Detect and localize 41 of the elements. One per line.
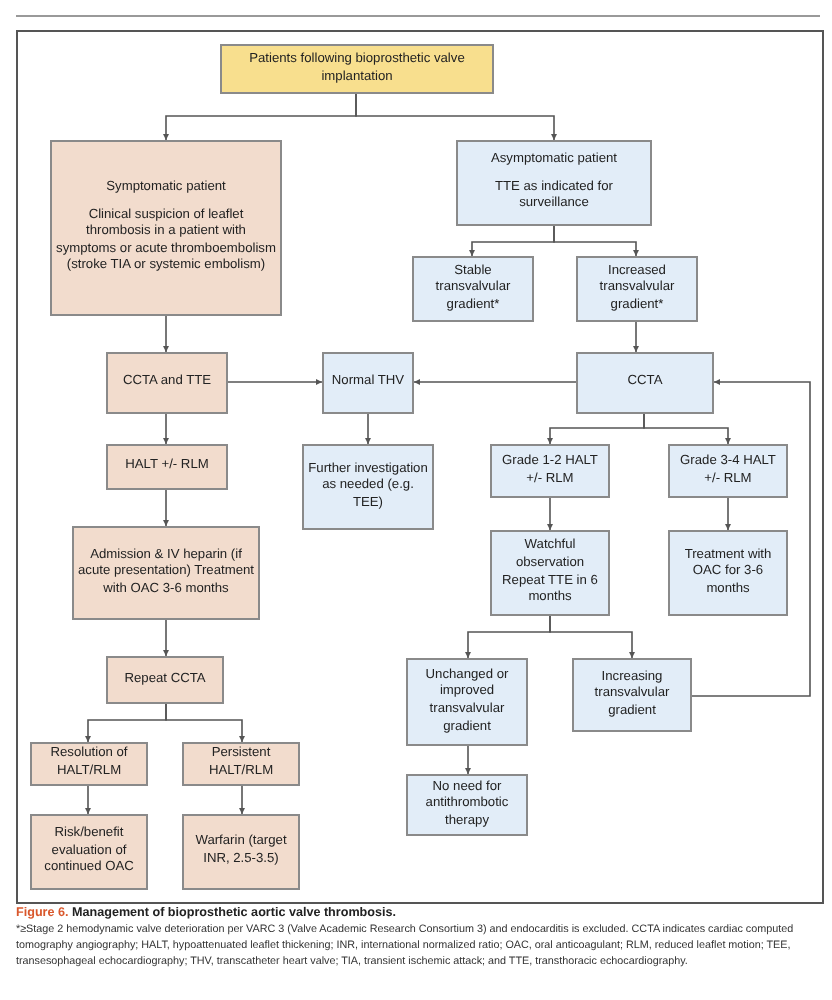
process-box <box>30 814 148 890</box>
process-box <box>572 658 692 732</box>
process-box <box>106 352 228 414</box>
process-box <box>406 658 528 746</box>
arrow <box>355 93 558 141</box>
process-box <box>406 774 528 836</box>
arrow <box>643 413 732 445</box>
process-box <box>182 742 300 786</box>
arrow <box>162 619 170 657</box>
arrow <box>464 745 472 775</box>
arrow <box>546 497 554 531</box>
process-box <box>182 814 300 890</box>
arrow <box>364 413 372 445</box>
process-box <box>668 530 788 616</box>
arrow <box>632 321 640 353</box>
process-box <box>50 140 282 316</box>
arrow <box>165 703 246 743</box>
process-box <box>576 352 714 414</box>
arrow <box>691 378 811 697</box>
arrow <box>724 497 732 531</box>
process-box <box>668 444 788 498</box>
arrow <box>549 615 636 659</box>
arrow <box>238 785 246 815</box>
process-box <box>456 140 652 226</box>
process-box <box>302 444 434 530</box>
arrow <box>162 489 170 527</box>
process-box <box>72 526 260 620</box>
process-box <box>412 256 534 322</box>
process-box <box>322 352 414 414</box>
process-box <box>490 444 610 498</box>
arrow <box>162 413 170 445</box>
arrow <box>162 315 170 353</box>
process-box <box>576 256 698 322</box>
arrow <box>553 225 640 257</box>
process-box <box>30 742 148 786</box>
process-box <box>106 656 224 704</box>
start-box <box>220 44 494 94</box>
arrow <box>227 378 323 386</box>
arrow <box>413 378 577 386</box>
process-box <box>106 444 228 490</box>
arrow <box>84 785 92 815</box>
